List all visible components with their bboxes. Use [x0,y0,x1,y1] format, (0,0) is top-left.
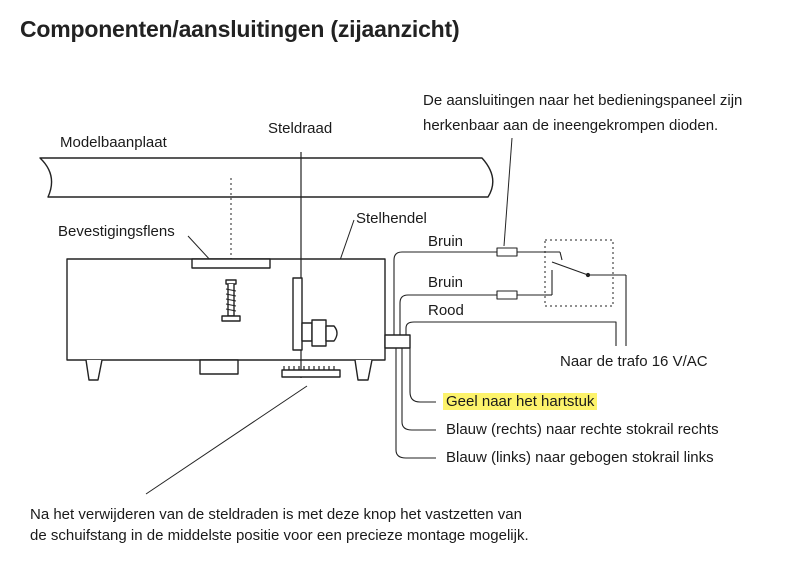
leader-flange [187,235,213,263]
knob-note: Na het verwijderen van de steldraden is … [30,504,590,546]
knob-note-line2: de schuifstang in de middelste positie v… [30,527,529,544]
label-blauw-rechts: Blauw (rechts) naar rechte stokrail rech… [446,421,719,438]
panel-switch [545,251,627,346]
label-trafo: Naar de trafo 16 V/AC [560,353,708,370]
diode-note-line1: De aansluitingen naar het bedieningspane… [423,92,743,109]
wire-bruin-1 [393,251,497,335]
label-stelhendel: Stelhendel [356,210,427,227]
label-steldraad: Steldraad [268,120,333,137]
leader-knob [145,385,308,495]
setting-lever [301,319,338,347]
screw [221,279,241,322]
label-bevestigingsflens: Bevestigingsflens [58,223,175,240]
wire-rood [405,321,617,346]
wire-blauw-rechts [401,348,436,431]
label-rood: Rood [428,302,464,319]
page-title: Componenten/aansluitingen (zijaanzicht) [20,16,460,42]
cable-connector [384,334,411,349]
label-blauw-links: Blauw (links) naar gebogen stokrail link… [446,449,714,466]
leader-diodes [503,137,513,247]
adjustment-knob [281,366,341,378]
diode-1 [496,247,518,257]
wire-bruin-2 [399,294,497,335]
label-geel-text: Geel naar het hartstuk [443,393,598,410]
mounting-flange [191,258,271,269]
label-geel: Geel naar het hartstuk [443,393,598,411]
control-panel-box [544,239,614,307]
lever-plate [292,277,303,351]
foot-right [354,359,373,381]
label-bruin-1: Bruin [428,233,464,250]
bottom-tab [199,359,239,375]
diode-2 [496,290,518,300]
knob-note-line1: Na het verwijderen van de steldraden is … [30,506,522,523]
label-modelbaanplaat: Modelbaanplaat [60,134,167,151]
wire-geel [409,348,436,403]
layout-board [39,157,494,198]
label-bruin-2: Bruin [428,274,464,291]
wire-blauw-links [395,348,436,459]
diode-note-line2: herkenbaar aan de ineengekrompen dioden. [423,117,719,134]
foot-left [85,359,103,381]
